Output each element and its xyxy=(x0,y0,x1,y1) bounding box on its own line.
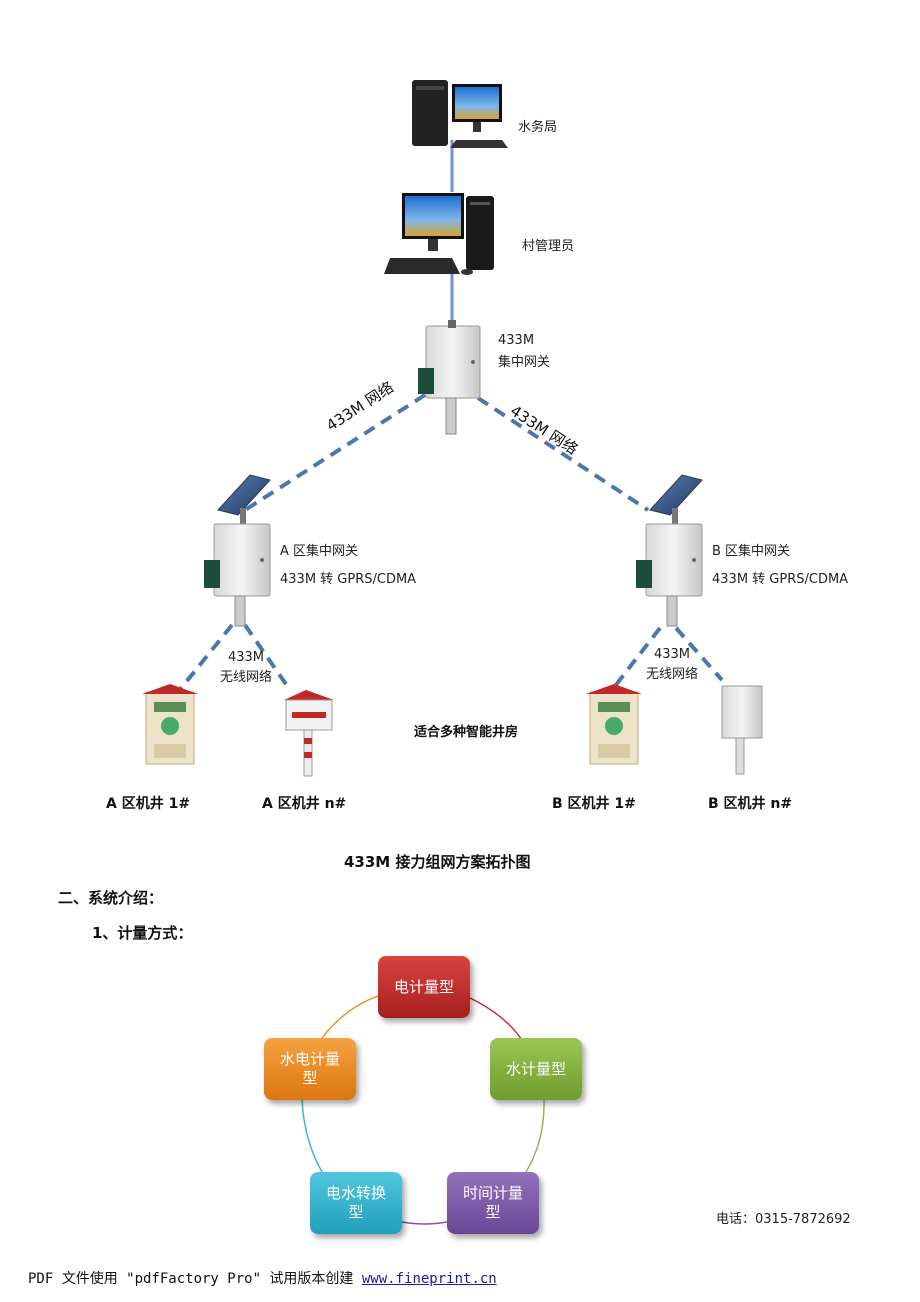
link-central-zone-b xyxy=(476,396,650,512)
zone-b-label-line2: 433M 转 GPRS/CDMA xyxy=(712,572,849,587)
central-gateway-cabinet-icon xyxy=(418,320,481,435)
well-bn-cabinet-icon xyxy=(721,685,763,775)
zone-b-label-line1: B 区集中网关 xyxy=(712,544,791,559)
link-zone-a-well1 xyxy=(176,623,234,694)
central-gateway-label: 433M 集中网关 xyxy=(498,330,550,374)
wireless-b-label: 433M 无线网络 xyxy=(646,645,698,685)
cycle-node-electric: 电计量型 xyxy=(378,956,470,1018)
well-a1-cabinet-icon xyxy=(142,684,198,765)
village-admin-label: 村管理员 xyxy=(522,239,575,254)
cycle-node-water-electric: 水电计量型 xyxy=(264,1038,356,1100)
cycle-node-conversion-label: 电水转换型 xyxy=(325,1184,386,1221)
link-zone-b-well1 xyxy=(610,626,662,692)
well-b1-cabinet-icon xyxy=(586,684,642,765)
cycle-node-water: 水计量型 xyxy=(490,1038,582,1100)
wireless-a-label: 433M 无线网络 xyxy=(220,648,272,688)
wireless-a-line1: 433M xyxy=(227,650,265,665)
link-central-zone-a xyxy=(243,393,427,512)
link-zone-a-welln xyxy=(243,623,292,692)
topology-diagram xyxy=(142,80,763,777)
water-bureau-computer-icon xyxy=(412,80,508,148)
village-admin-computer-icon xyxy=(384,193,494,275)
zone-a-label-line2: 433M 转 GPRS/CDMA xyxy=(280,572,417,587)
water-bureau-label: 水务局 xyxy=(518,120,558,135)
central-gateway-label-line1: 433M xyxy=(498,333,535,348)
cycle-node-water-label: 水计量型 xyxy=(505,1059,566,1078)
contact-phone: 电话：0315-7872692 xyxy=(716,1212,851,1227)
wireless-b-line1: 433M xyxy=(653,647,691,662)
cycle-node-conversion: 电水转换型 xyxy=(310,1172,402,1234)
smart-well-note: 适合多种智能井房 xyxy=(414,725,519,740)
zone-a-gateway-label: A 区集中网关 433M 转 GPRS/CDMA xyxy=(280,538,416,594)
central-gateway-label-line2: 集中网关 xyxy=(498,355,551,370)
link-zone-b-welln xyxy=(674,626,724,682)
well-an-cabinet-icon xyxy=(284,690,334,777)
well-an-label: A 区机井 n# xyxy=(262,796,347,812)
diagram-caption: 433M 接力组网方案拓扑图 xyxy=(344,853,531,871)
zone-b-gateway-label: B 区集中网关 433M 转 GPRS/CDMA xyxy=(712,538,848,594)
well-a1-label: A 区机井 1# xyxy=(106,796,191,812)
wireless-b-line2: 无线网络 xyxy=(646,667,699,682)
section-heading-system-intro: 二、系统介绍： xyxy=(58,889,164,907)
well-bn-label: B 区机井 n# xyxy=(708,796,793,812)
cycle-node-time-label: 时间计量型 xyxy=(462,1184,523,1221)
cycle-node-water-electric-label: 水电计量型 xyxy=(279,1050,340,1087)
wireless-a-line2: 无线网络 xyxy=(220,670,273,685)
zone-a-label-line1: A 区集中网关 xyxy=(280,544,359,559)
zone-a-gateway-cabinet-icon xyxy=(204,474,271,627)
footer-text: PDF 文件使用 "pdfFactory Pro" 试用版本创建 xyxy=(28,1271,354,1287)
section-heading-metering: 1、计量方式： xyxy=(92,924,193,942)
pdf-footer: PDF 文件使用 "pdfFactory Pro" 试用版本创建 www.fin… xyxy=(28,1268,497,1288)
cycle-node-time: 时间计量型 xyxy=(447,1172,539,1234)
well-b1-label: B 区机井 1# xyxy=(552,796,636,812)
footer-link[interactable]: www.fineprint.cn xyxy=(361,1271,497,1287)
zone-b-gateway-cabinet-icon xyxy=(636,474,703,627)
cycle-node-electric-label: 电计量型 xyxy=(393,977,454,996)
